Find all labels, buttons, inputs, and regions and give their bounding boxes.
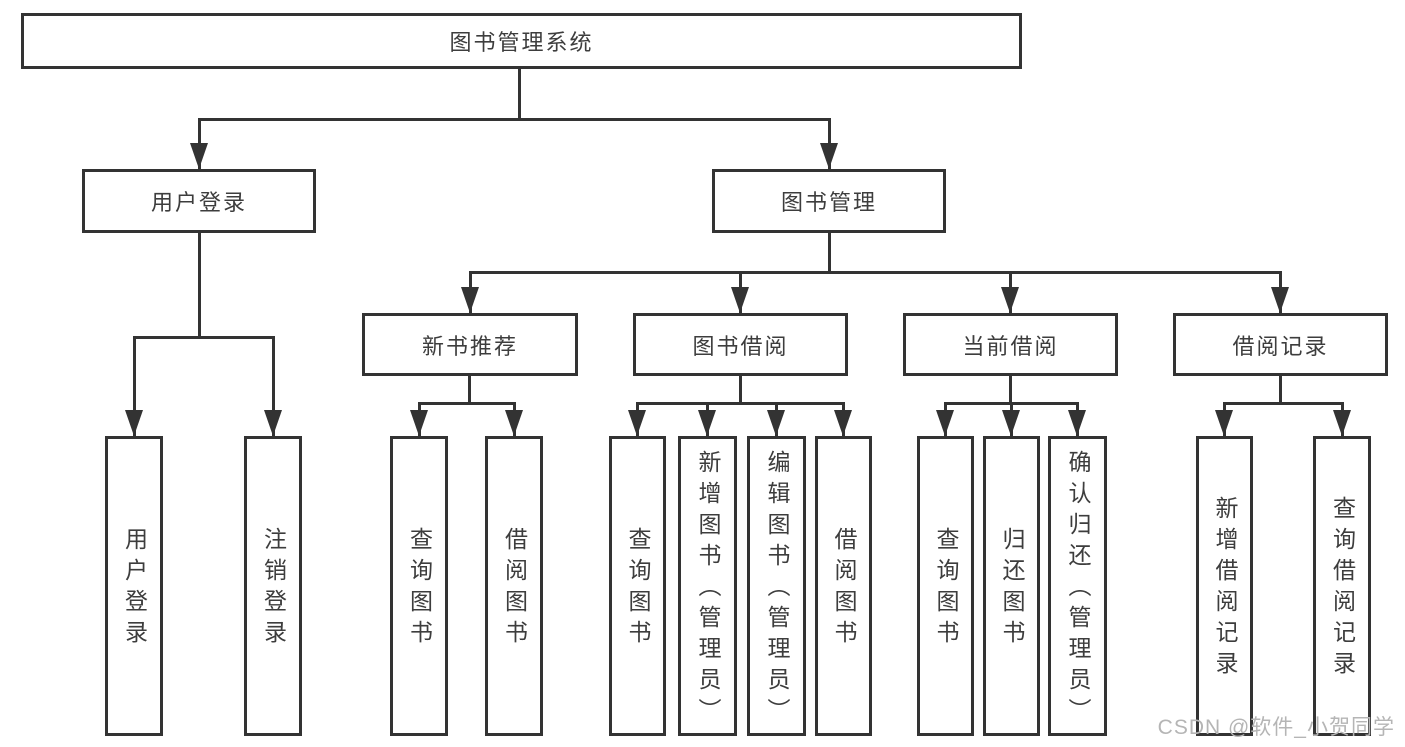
arrow-down-icon bbox=[1001, 287, 1019, 313]
section-node-label: 借阅记录 bbox=[1232, 333, 1329, 359]
connector-line bbox=[468, 376, 471, 404]
arrow-down-icon bbox=[820, 143, 838, 169]
connector-line bbox=[518, 69, 521, 120]
arrow-down-icon bbox=[410, 410, 428, 436]
arrow-down-icon bbox=[1068, 410, 1086, 436]
leaf-node-user-login: 用户登录 bbox=[105, 436, 163, 736]
section-node-new-book-recommend: 新书推荐 bbox=[362, 313, 578, 376]
connector-line bbox=[1009, 376, 1012, 404]
arrow-down-icon bbox=[767, 410, 785, 436]
leaf-node-label: 查询借阅记录 bbox=[1329, 496, 1356, 682]
arrow-down-icon bbox=[1002, 410, 1020, 436]
leaf-node-query-books-current: 查询图书 bbox=[917, 436, 974, 736]
arrow-down-icon bbox=[628, 410, 646, 436]
leaf-node-label: 查询图书 bbox=[406, 527, 433, 651]
branch-node-label: 图书管理 bbox=[780, 190, 877, 215]
arrow-down-icon bbox=[936, 410, 954, 436]
root-node-library-system: 图书管理系统 bbox=[21, 13, 1022, 69]
arrow-down-icon bbox=[264, 410, 282, 436]
leaf-node-edit-books-admin: 编辑图书（管理员） bbox=[747, 436, 806, 736]
connector-line bbox=[1279, 376, 1282, 404]
connector-line bbox=[469, 271, 1281, 274]
leaf-node-label: 查询图书 bbox=[625, 527, 651, 651]
arrow-down-icon bbox=[505, 410, 523, 436]
leaf-node-borrow-books: 借阅图书 bbox=[815, 436, 872, 736]
arrow-down-icon bbox=[1215, 410, 1233, 436]
root-node-label: 图书管理系统 bbox=[449, 30, 594, 55]
connector-line bbox=[1223, 402, 1344, 405]
leaf-node-label: 借阅图书 bbox=[501, 527, 528, 651]
arrow-down-icon bbox=[698, 410, 716, 436]
connector-line bbox=[272, 336, 275, 436]
arrow-down-icon bbox=[1271, 287, 1289, 313]
section-node-label: 新书推荐 bbox=[421, 333, 518, 359]
connector-line bbox=[418, 402, 516, 405]
branch-node-user-login: 用户登录 bbox=[82, 169, 316, 233]
leaf-node-label: 借阅图书 bbox=[831, 527, 857, 651]
section-node-book-borrow: 图书借阅 bbox=[633, 313, 848, 376]
leaf-node-label: 编辑图书（管理员） bbox=[764, 449, 790, 729]
leaf-node-query-books-recommend: 查询图书 bbox=[390, 436, 448, 736]
connector-line bbox=[198, 233, 201, 338]
section-node-label: 当前借阅 bbox=[962, 333, 1059, 359]
arrow-down-icon bbox=[731, 287, 749, 313]
arrow-down-icon bbox=[834, 410, 852, 436]
leaf-node-label: 查询图书 bbox=[933, 527, 959, 651]
arrow-down-icon bbox=[190, 143, 208, 169]
branch-node-book-management: 图书管理 bbox=[712, 169, 946, 233]
arrow-down-icon bbox=[1333, 410, 1351, 436]
arrow-down-icon bbox=[125, 410, 143, 436]
leaf-node-label: 新增图书（管理员） bbox=[695, 449, 721, 729]
watermark: CSDN @软件_小贺同学 bbox=[1157, 716, 1395, 739]
leaf-node-query-books-borrow: 查询图书 bbox=[609, 436, 666, 736]
leaf-node-add-borrow-record: 新增借阅记录 bbox=[1196, 436, 1253, 736]
leaf-node-label: 用户登录 bbox=[121, 527, 148, 651]
leaf-node-label: 新增借阅记录 bbox=[1212, 496, 1238, 682]
connector-line bbox=[636, 402, 845, 405]
leaf-node-label: 确认归还（管理员） bbox=[1065, 449, 1091, 729]
branch-node-label: 用户登录 bbox=[150, 190, 247, 215]
leaf-node-label: 注销登录 bbox=[260, 527, 287, 651]
section-node-current-borrow: 当前借阅 bbox=[903, 313, 1118, 376]
connector-line bbox=[133, 336, 274, 339]
connector-line bbox=[198, 118, 830, 121]
leaf-node-add-books-admin: 新增图书（管理员） bbox=[678, 436, 737, 736]
arrow-down-icon bbox=[461, 287, 479, 313]
leaf-node-confirm-return-admin: 确认归还（管理员） bbox=[1048, 436, 1107, 736]
connector-line bbox=[133, 336, 136, 436]
leaf-node-label: 归还图书 bbox=[999, 527, 1025, 651]
leaf-node-logout: 注销登录 bbox=[244, 436, 302, 736]
leaf-node-return-books: 归还图书 bbox=[983, 436, 1040, 736]
section-node-borrow-record: 借阅记录 bbox=[1173, 313, 1388, 376]
connector-line bbox=[739, 376, 742, 404]
leaf-node-borrow-books-recommend: 借阅图书 bbox=[485, 436, 543, 736]
connector-line bbox=[828, 233, 831, 273]
section-node-label: 图书借阅 bbox=[692, 333, 789, 359]
leaf-node-query-borrow-record: 查询借阅记录 bbox=[1313, 436, 1371, 736]
